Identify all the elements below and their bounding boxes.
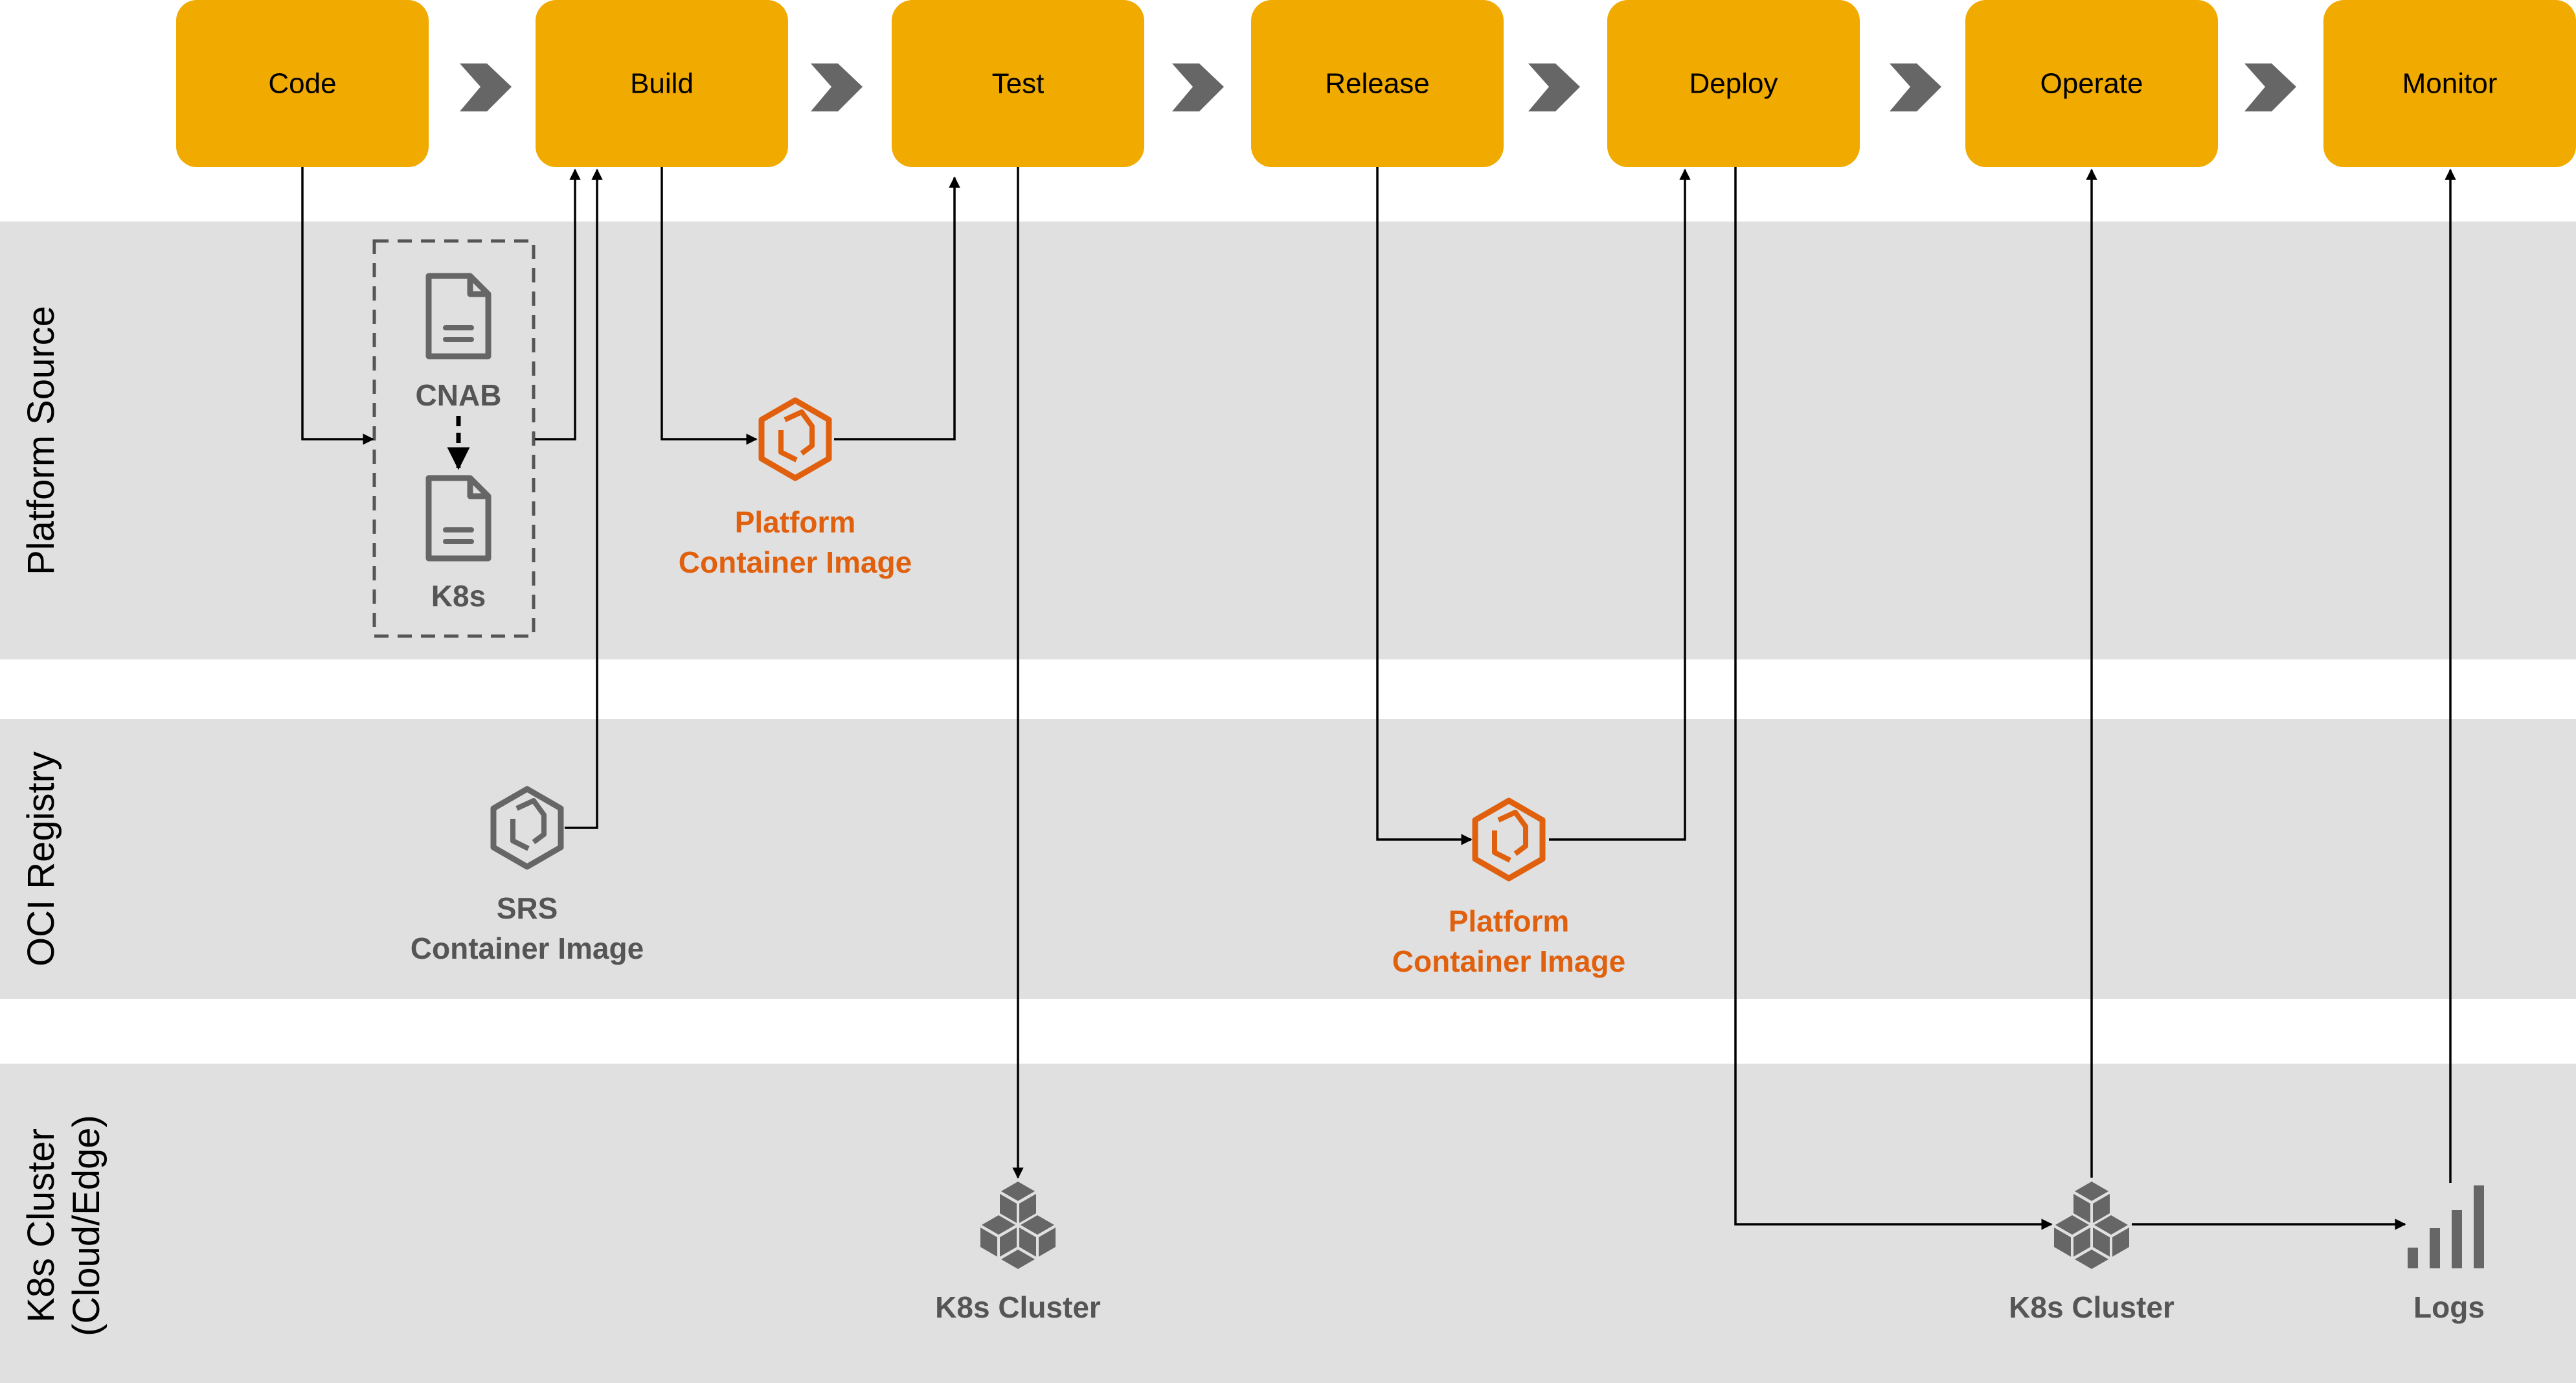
platform-image-build-label-line1: Platform [735,505,856,539]
k8s-cluster-test-label: K8s Cluster [935,1290,1101,1324]
lane-label-k8s-cluster-sub: (Cloud/Edge) [65,1115,107,1336]
bar-chart-icon [2408,1185,2484,1268]
connector-code-to-cnab [301,167,374,445]
lane-label-oci-registry: OCI Registry [20,751,62,966]
k8s-label: K8s [431,579,486,613]
srs-image-label-line1: SRS [497,891,558,925]
stage-label-release: Release [1325,68,1429,100]
lane-band-platform-source [0,222,2576,659]
chevron-arrow-icon [460,63,512,111]
stage-test: Test [892,0,1144,167]
chevron-arrow-icon [811,63,863,111]
chevron-arrow-icon [1172,63,1224,111]
platform-image-release-label-line1: Platform [1449,904,1570,938]
cnab-label: CNAB [416,378,502,412]
stage-label-monitor: Monitor [2402,68,2498,100]
cnab-k8s-group [372,239,536,638]
stage-label-operate: Operate [2040,68,2143,100]
platform-image-release-label-line2: Container Image [1392,944,1625,978]
stage-code: Code [176,0,429,167]
connector-deploy-to-cluster [1734,167,2053,1230]
srs-image-label-line2: Container Image [411,932,644,965]
connector-image-to-deploy [1549,168,1691,841]
chevron-arrow-icon [1528,63,1580,111]
platform-image-build-label-line2: Container Image [679,545,912,579]
stage-label-test: Test [992,68,1045,100]
k8s-cluster-operate-label: K8s Cluster [2009,1290,2175,1324]
lane-label-k8s-cluster: K8s Cluster [20,1128,62,1323]
lane-label-platform-source: Platform Source [20,306,62,575]
connector-group-to-build [535,168,581,440]
stage-release: Release [1251,0,1504,167]
connector-image-to-test [834,176,960,440]
stage-label-deploy: Deploy [1689,68,1778,100]
connector-build-to-image [661,167,758,445]
stage-label-build: Build [630,68,694,100]
connector-release-to-image [1376,167,1473,845]
chevron-arrow-icon [1890,63,1941,111]
chevron-arrow-icon [2244,63,2296,111]
stage-operate: Operate [1965,0,2218,167]
connector-srs-to-build [565,168,603,829]
stage-build: Build [536,0,788,167]
stage-label-code: Code [268,68,336,100]
lane-band-oci-registry [0,719,2576,999]
logs-label: Logs [2413,1290,2485,1324]
stage-monitor: Monitor [2323,0,2576,167]
stage-deploy: Deploy [1607,0,1860,167]
